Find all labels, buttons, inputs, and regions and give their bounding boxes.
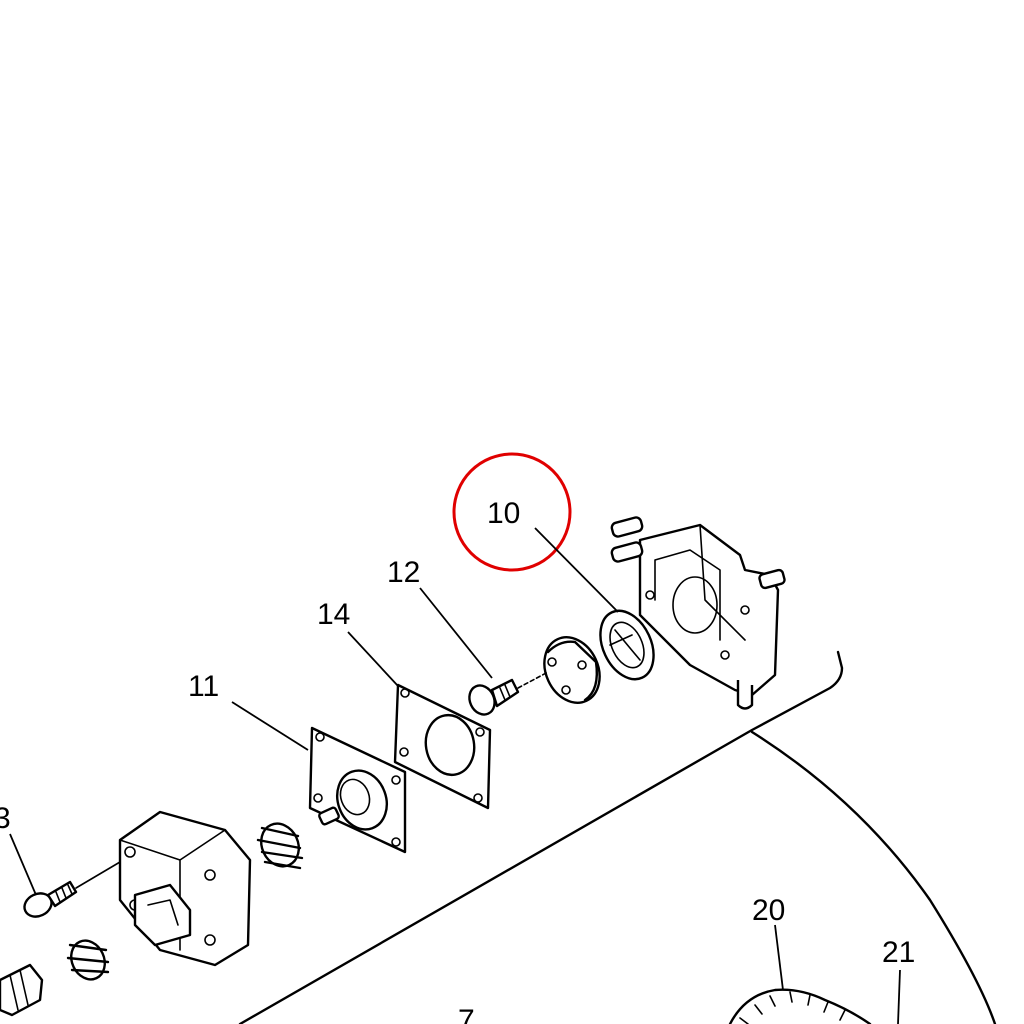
callout-14: 14 — [317, 598, 350, 631]
callout-21: 21 — [882, 936, 915, 969]
ring-part-10 — [599, 609, 655, 681]
housing-outline — [238, 650, 997, 1024]
callout-12: 12 — [387, 556, 420, 589]
leader-3 — [9, 833, 37, 896]
callout-11: 11 — [188, 670, 219, 703]
screw-part-12 — [468, 671, 549, 716]
callout-20: 20 — [752, 894, 785, 927]
lower-pump-block-part — [118, 810, 252, 967]
callout-3: 3 — [0, 802, 11, 835]
small-spring-part — [66, 939, 110, 981]
leader-21 — [897, 969, 901, 1024]
leader-lines — [9, 527, 901, 1024]
highlight-circle — [452, 452, 572, 572]
leader-10 — [534, 527, 619, 613]
leader-14 — [347, 631, 399, 687]
fitting-part — [0, 963, 44, 1017]
callout-10: 10 — [487, 497, 520, 530]
diaphragm-part-11 — [308, 726, 407, 854]
bolt-part-3 — [23, 861, 121, 918]
leader-11 — [231, 701, 309, 751]
pump-body-part — [610, 516, 786, 710]
leader-20 — [774, 924, 784, 991]
hose-part-20 — [728, 988, 872, 1024]
callout-7: 7 — [458, 1004, 475, 1024]
leader-12 — [419, 587, 493, 679]
gasket-part-14 — [393, 683, 492, 810]
spring-part — [256, 822, 304, 870]
disc-plate-part — [543, 636, 601, 704]
